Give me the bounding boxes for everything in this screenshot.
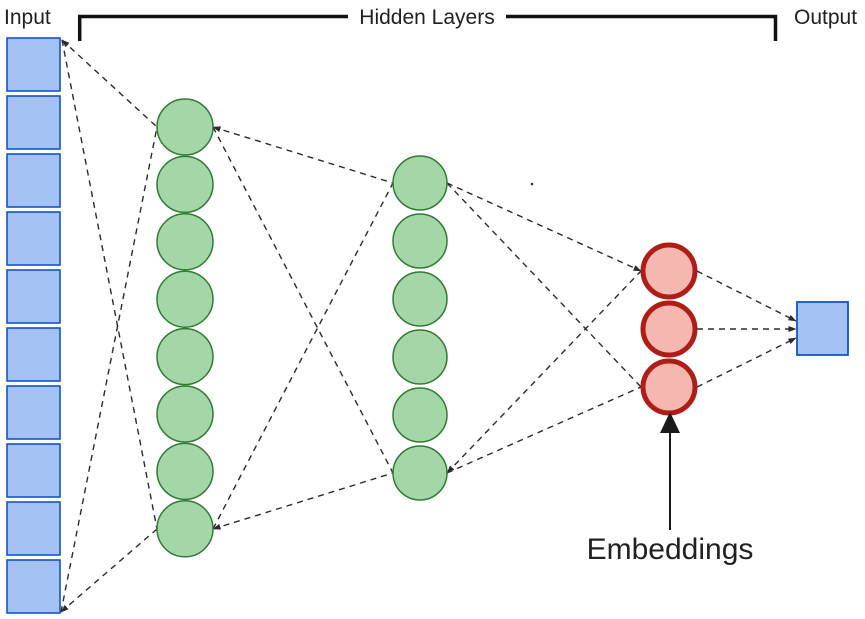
hidden-node [156,327,214,386]
hidden-node [156,385,214,443]
hidden-node [392,155,448,211]
input-node [6,269,61,324]
output-label: Output [794,6,857,29]
hidden-layer-1 [156,98,214,558]
hidden-layer-2 [392,155,448,501]
hidden-layers-label: Hidden Layers [359,6,494,29]
hidden-node [156,442,214,501]
embeddings-layer [640,242,698,416]
input-node [6,153,61,208]
connection-line [446,182,642,272]
connection-line [60,528,158,613]
input-layer [6,37,61,614]
input-node [6,211,61,266]
hidden-node [156,213,214,271]
connection-line [446,386,642,474]
embeddings-arrowhead [660,412,680,433]
embeddings-label: Embeddings [587,533,754,566]
connection-line [212,126,394,184]
embedding-node [640,358,698,416]
connection-line [61,39,158,128]
hidden-node [392,329,448,385]
input-node [6,443,61,498]
hidden-layers-bracket [77,14,778,41]
output-node [796,301,849,356]
hidden-node [392,445,448,501]
output-layer [796,301,849,356]
input-node [6,385,61,440]
input-label: Input [4,6,51,29]
connection-line [61,39,158,530]
input-node [6,327,61,382]
misc-marks [530,182,534,186]
hidden-node [156,500,214,558]
connection-line [696,337,797,388]
hidden-node [392,213,448,269]
connection-line [212,182,394,530]
connection-line [212,126,394,474]
connection-line [446,182,642,388]
connection-lines [60,39,797,613]
stray-dot [530,182,534,186]
input-node [6,95,61,150]
connection-line [212,472,394,530]
hidden-node [156,270,214,328]
connection-line [696,270,797,322]
input-node [6,37,61,92]
embedding-node [640,242,698,300]
connection-line [60,126,158,613]
connection-line [446,270,642,474]
hidden-node [156,155,214,214]
embedding-node [640,300,698,358]
hidden-node [392,387,448,443]
input-node [6,501,61,556]
embeddings-pointer-arrow [660,412,680,530]
input-node [6,559,61,614]
hidden-node [392,271,448,327]
hidden-node [156,98,214,156]
